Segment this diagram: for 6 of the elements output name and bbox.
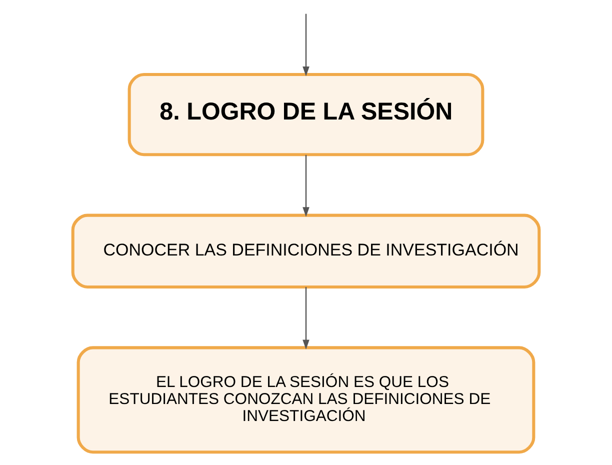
node-box: 8. LOGRO DE LA SESIÓN xyxy=(128,72,484,156)
arrow xyxy=(302,287,310,350)
arrow xyxy=(302,14,310,76)
node-box: CONOCER LAS DEFINICIONES DE INVESTIGACIÓN xyxy=(71,214,541,288)
arrow xyxy=(302,154,310,217)
node-box: EL LOGRO DE LA SESIÓN ES QUE LOS ESTUDIANTES CONOZCAN LAS DEFINICIONES DE INVESTIGACIÓN xyxy=(76,346,536,454)
